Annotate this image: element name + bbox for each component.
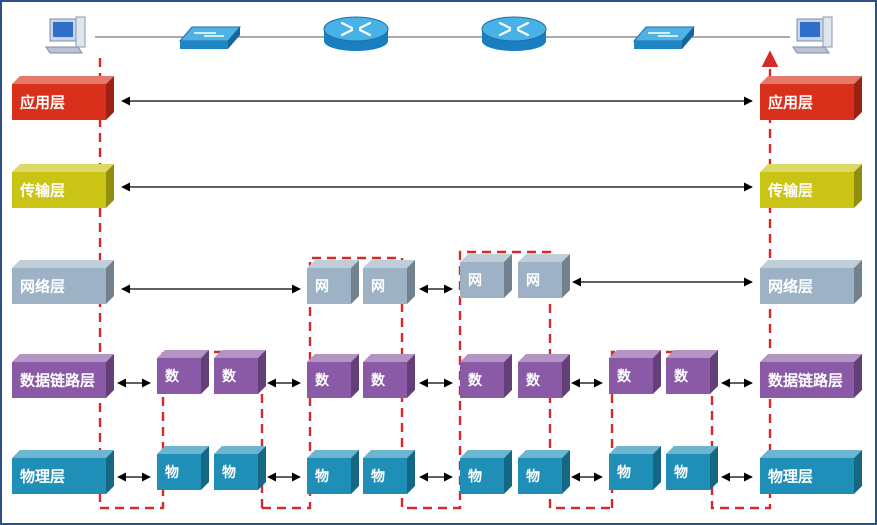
encap-path-switch2-receiver xyxy=(610,50,779,510)
router1-in-datalink-block: 数 xyxy=(307,354,359,398)
router2-out-datalink-block-label: 数 xyxy=(526,372,541,389)
switch2-out-physical-block: 物 xyxy=(666,446,718,490)
right-transport-block: 传输层 xyxy=(760,164,862,208)
router1-out-datalink-block: 数 xyxy=(363,354,415,398)
device-row xyxy=(45,16,833,54)
switch-icon-2 xyxy=(178,26,242,49)
router1-in-network-block: 网 xyxy=(307,260,359,304)
switch2-in-datalink-block: 数 xyxy=(609,350,661,394)
router2-in-physical-block: 物 xyxy=(460,450,512,494)
right-datalink-block-label: 数据链路层 xyxy=(768,371,843,389)
router1-out-network-block: 网 xyxy=(363,260,415,304)
switch1-out-physical-block-label: 物 xyxy=(222,464,236,481)
right-network-block-label: 网络层 xyxy=(768,277,813,295)
switch2-in-datalink-block-label: 数 xyxy=(617,368,632,385)
left-transport-block: 传输层 xyxy=(12,164,114,208)
switch1-in-physical-block: 物 xyxy=(157,446,209,490)
right-network-block: 网络层 xyxy=(760,260,862,304)
right-transport-block-label: 传输层 xyxy=(767,181,813,199)
left-transport-block-label: 传输层 xyxy=(19,181,65,199)
right-application-block-label: 应用层 xyxy=(768,93,813,111)
right-physical-block: 物理层 xyxy=(760,450,862,494)
peer-arrows xyxy=(117,96,753,482)
left-physical-block: 物理层 xyxy=(12,450,114,494)
router1-in-network-block-label: 网 xyxy=(315,279,329,295)
computer-icon-1 xyxy=(45,16,86,54)
switch-icon-5 xyxy=(632,26,696,49)
encap-path-sender-switch1 xyxy=(98,58,264,510)
router-icon-4 xyxy=(481,16,547,51)
left-network-block: 网络层 xyxy=(12,260,114,304)
router2-out-physical-block-label: 物 xyxy=(526,468,540,485)
switch2-in-physical-block: 物 xyxy=(609,446,661,490)
router-icon-3 xyxy=(323,16,389,51)
switch1-in-datalink-block-label: 数 xyxy=(165,368,180,385)
router2-in-physical-block-label: 物 xyxy=(468,468,482,485)
switch1-out-datalink-block-label: 数 xyxy=(222,368,237,385)
left-datalink-block-label: 数据链路层 xyxy=(20,371,95,389)
router2-in-datalink-block: 数 xyxy=(460,354,512,398)
left-application-block: 应用层 xyxy=(12,76,114,120)
encapsulation-paths xyxy=(98,50,779,510)
router2-in-network-block: 网 xyxy=(460,254,512,298)
encap-path-router2 xyxy=(408,250,612,510)
left-physical-block-label: 物理层 xyxy=(20,467,65,485)
switch2-out-datalink-block-label: 数 xyxy=(674,368,689,385)
switch1-in-datalink-block: 数 xyxy=(157,350,209,394)
switch2-in-physical-block-label: 物 xyxy=(617,464,631,481)
router2-out-datalink-block: 数 xyxy=(518,354,570,398)
right-datalink-block: 数据链路层 xyxy=(760,354,862,398)
switch2-out-physical-block-label: 物 xyxy=(674,464,688,481)
router1-out-datalink-block-label: 数 xyxy=(371,372,386,389)
router2-in-network-block-label: 网 xyxy=(468,273,482,289)
left-network-block-label: 网络层 xyxy=(20,277,65,295)
router1-out-network-block-label: 网 xyxy=(371,279,385,295)
router1-out-physical-block: 物 xyxy=(363,450,415,494)
switch1-out-datalink-block: 数 xyxy=(214,350,266,394)
right-application-block: 应用层 xyxy=(760,76,862,120)
left-datalink-block: 数据链路层 xyxy=(12,354,114,398)
switch1-in-physical-block-label: 物 xyxy=(165,464,179,481)
router1-out-physical-block-label: 物 xyxy=(371,468,385,485)
router2-out-network-block-label: 网 xyxy=(526,273,540,289)
router2-in-datalink-block-label: 数 xyxy=(468,372,483,389)
router2-out-physical-block: 物 xyxy=(518,450,570,494)
router1-in-physical-block-label: 物 xyxy=(315,468,329,485)
left-application-block-label: 应用层 xyxy=(20,93,65,111)
right-physical-block-label: 物理层 xyxy=(768,467,813,485)
switch2-out-datalink-block: 数 xyxy=(666,350,718,394)
switch1-out-physical-block: 物 xyxy=(214,446,266,490)
router1-in-datalink-block-label: 数 xyxy=(315,372,330,389)
router2-out-network-block: 网 xyxy=(518,254,570,298)
computer-icon-6 xyxy=(792,16,833,54)
router1-in-physical-block: 物 xyxy=(307,450,359,494)
